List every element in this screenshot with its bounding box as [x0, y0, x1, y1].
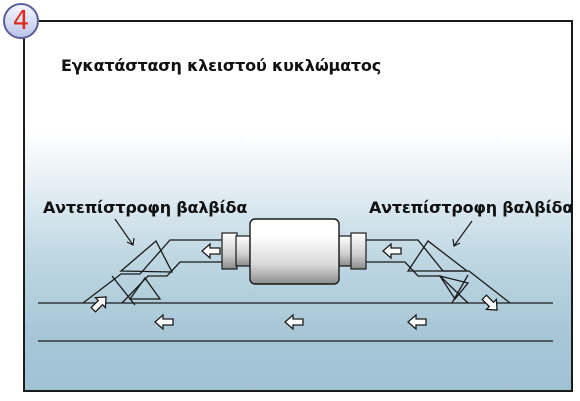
- step-number-badge: 4: [3, 3, 39, 39]
- check-valve-label-right: Αντεπίστροφη βαλβίδα: [369, 198, 574, 217]
- diagram-frame: [23, 20, 573, 392]
- fitting-left: [221, 232, 251, 270]
- check-valve-left: [111, 239, 174, 306]
- pointer-arrow-icon: [114, 218, 473, 247]
- check-valve-right: [406, 240, 470, 304]
- flow-arrow-icon: [90, 242, 498, 331]
- diagram-title: Εγκατάσταση κλειστού κυκλώματος: [61, 56, 381, 75]
- device-cylinder: [249, 218, 340, 285]
- fitting-right: [338, 232, 367, 270]
- check-valve-label-left: Αντεπίστροφη βαλβίδα: [43, 198, 248, 217]
